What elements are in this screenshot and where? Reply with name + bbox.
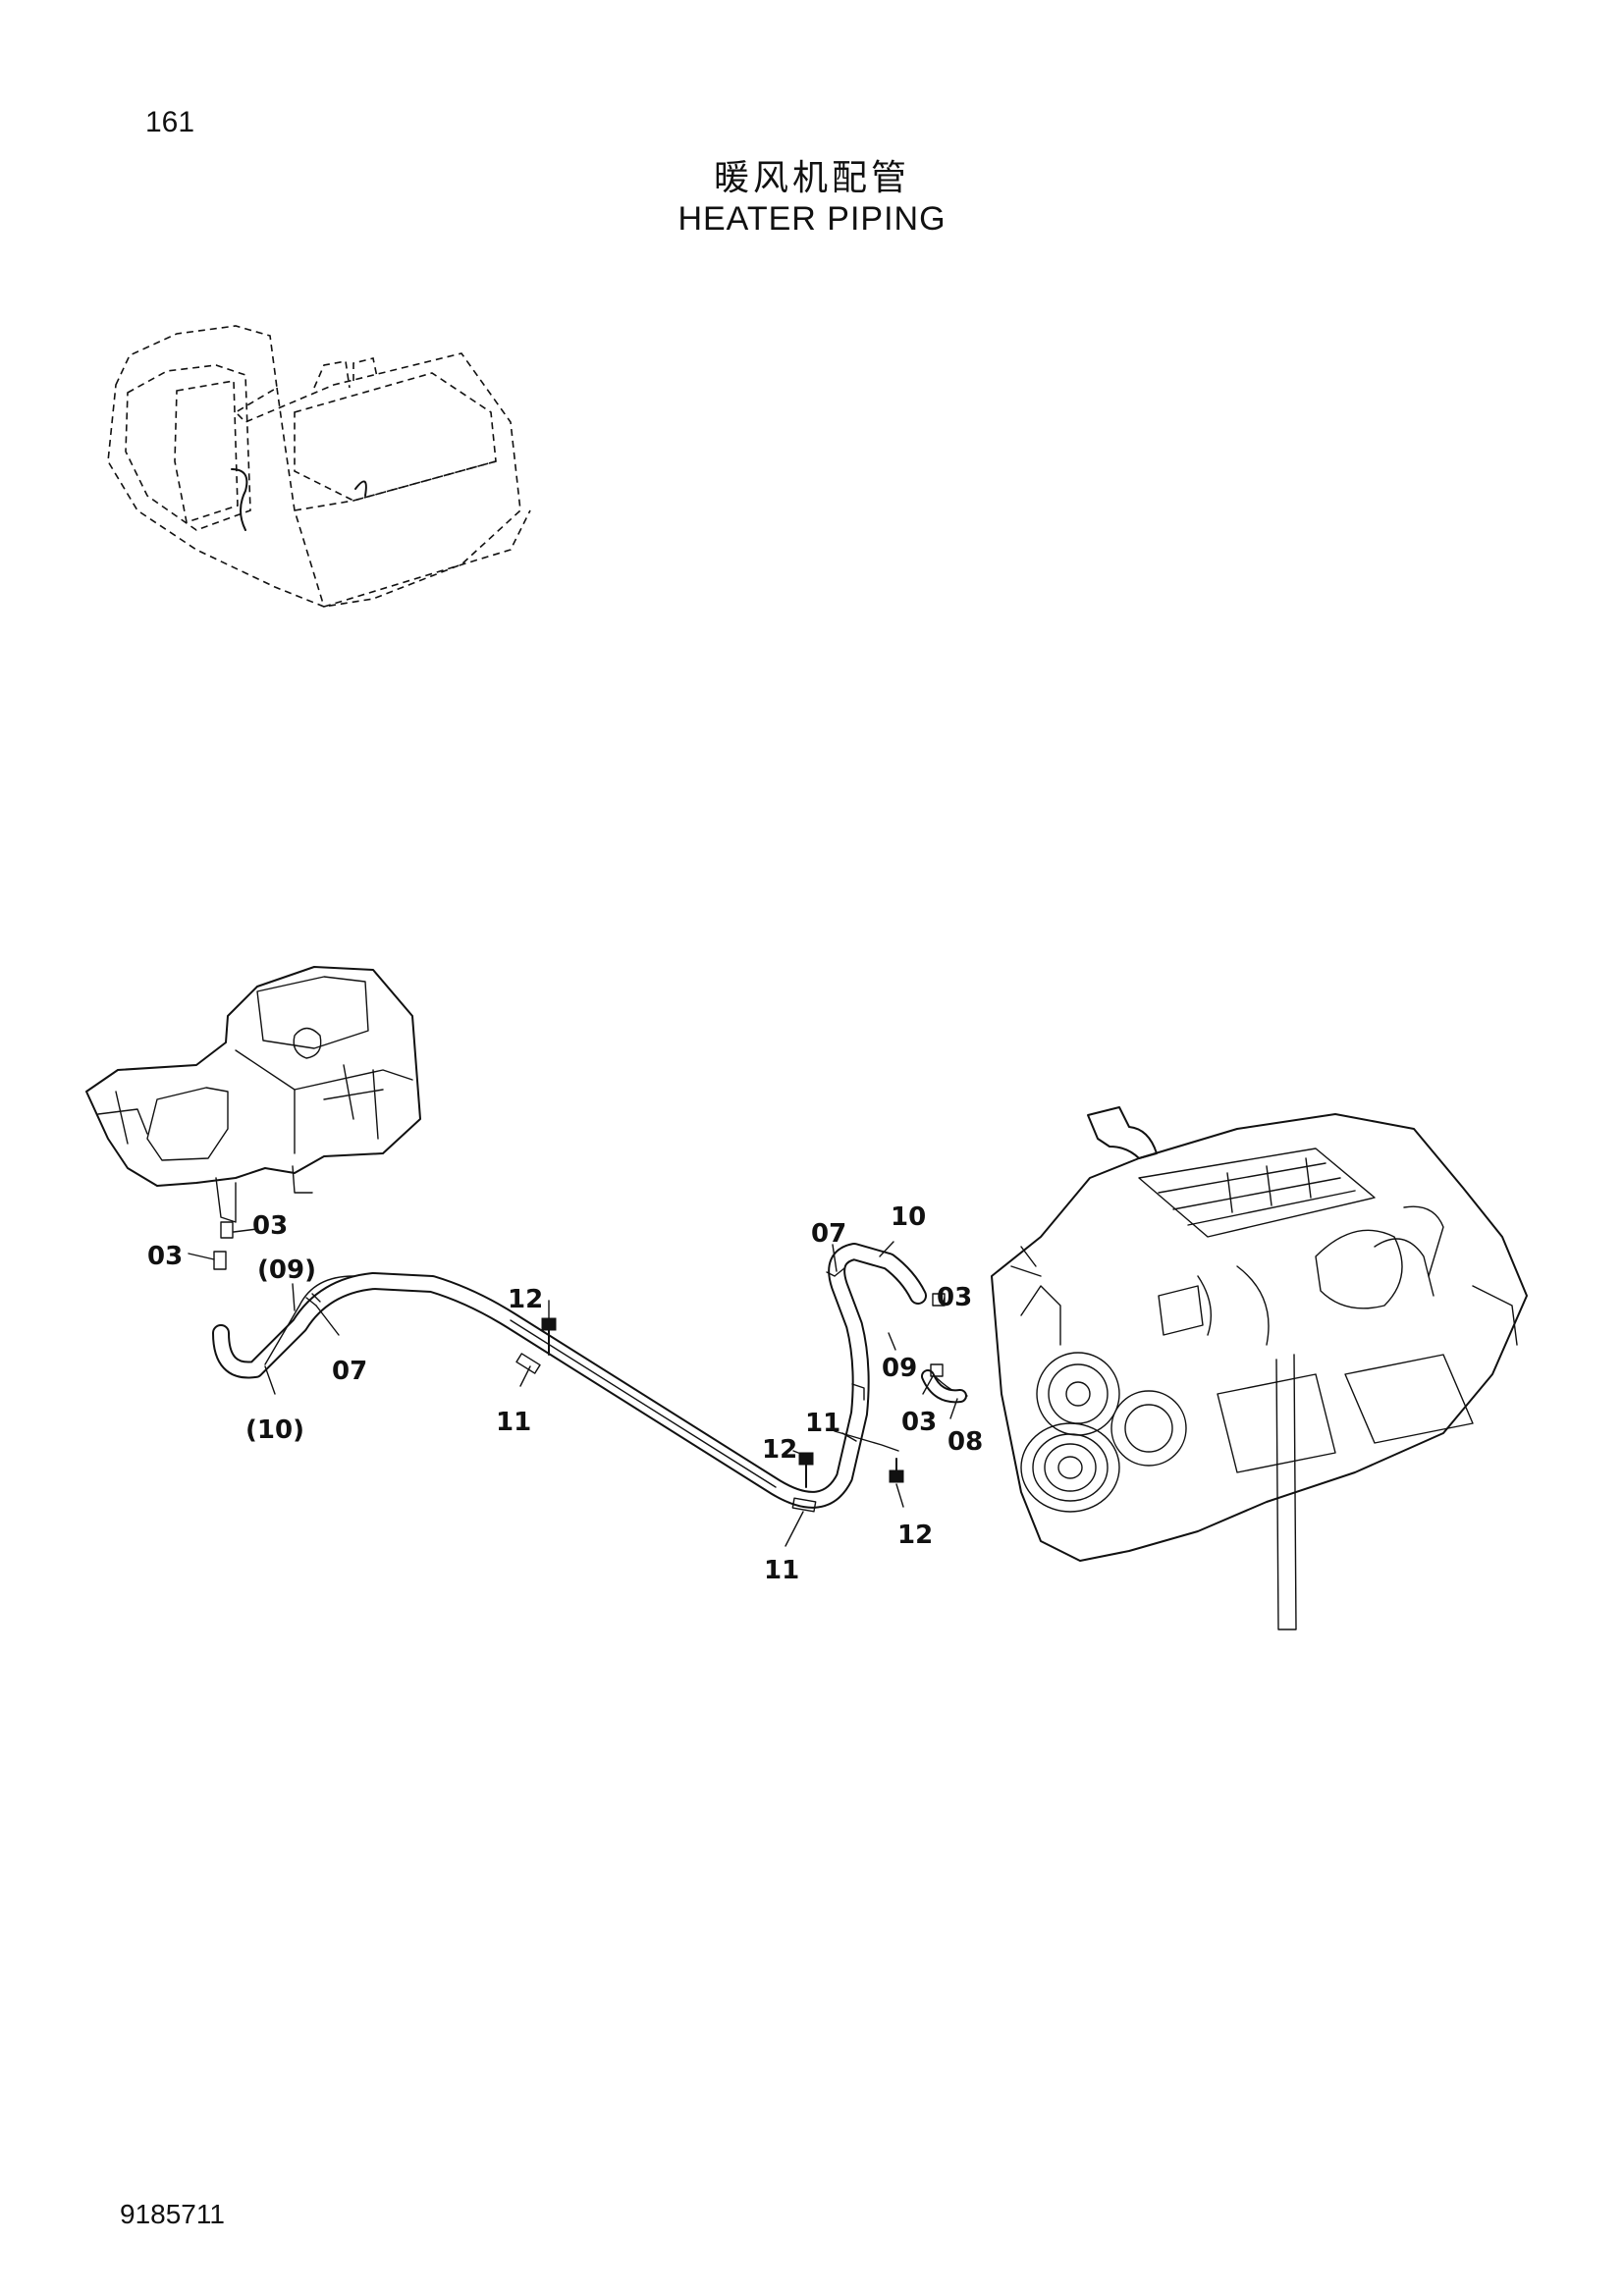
callout-09-paren: (09) bbox=[257, 1255, 316, 1285]
page-title-english: HEATER PIPING bbox=[677, 200, 947, 238]
callout-11-left: 11 bbox=[496, 1408, 531, 1437]
callout-labels: 03 03 (09) 07 (10) 12 11 07 10 03 09 03 … bbox=[147, 1202, 983, 1585]
heater-hose-assembly bbox=[212, 1221, 968, 1513]
callout-03-upper: 03 bbox=[252, 1211, 288, 1241]
callout-03-left: 03 bbox=[147, 1242, 183, 1271]
document-number: 9185711 bbox=[120, 2199, 225, 2229]
engine-illustration bbox=[991, 1106, 1528, 1630]
bolt-icon bbox=[541, 1317, 557, 1356]
bolt-icon bbox=[798, 1452, 814, 1488]
callout-10-paren: (10) bbox=[245, 1415, 304, 1445]
callout-03-right-lower: 03 bbox=[901, 1408, 937, 1437]
callout-10: 10 bbox=[891, 1202, 926, 1232]
page-title-chinese: 暖风机配管 bbox=[713, 158, 910, 198]
page-number: 161 bbox=[145, 106, 195, 138]
callout-07-right: 07 bbox=[811, 1219, 846, 1249]
callout-11-right: 11 bbox=[805, 1409, 840, 1438]
callout-12-lower-right: 12 bbox=[897, 1521, 933, 1550]
callout-11-bottom: 11 bbox=[764, 1556, 799, 1585]
leader-lines bbox=[188, 1228, 958, 1547]
machine-overview-illustration bbox=[107, 325, 531, 608]
heater-unit-illustration bbox=[85, 966, 421, 1223]
callout-07-left: 07 bbox=[332, 1357, 367, 1386]
callout-08: 08 bbox=[947, 1427, 983, 1457]
bolt-icon bbox=[889, 1458, 904, 1483]
callout-09: 09 bbox=[882, 1354, 917, 1383]
callout-12-lower-left: 12 bbox=[762, 1435, 797, 1465]
callout-03-right-upper: 03 bbox=[937, 1283, 972, 1312]
callout-12-middle: 12 bbox=[508, 1285, 543, 1314]
